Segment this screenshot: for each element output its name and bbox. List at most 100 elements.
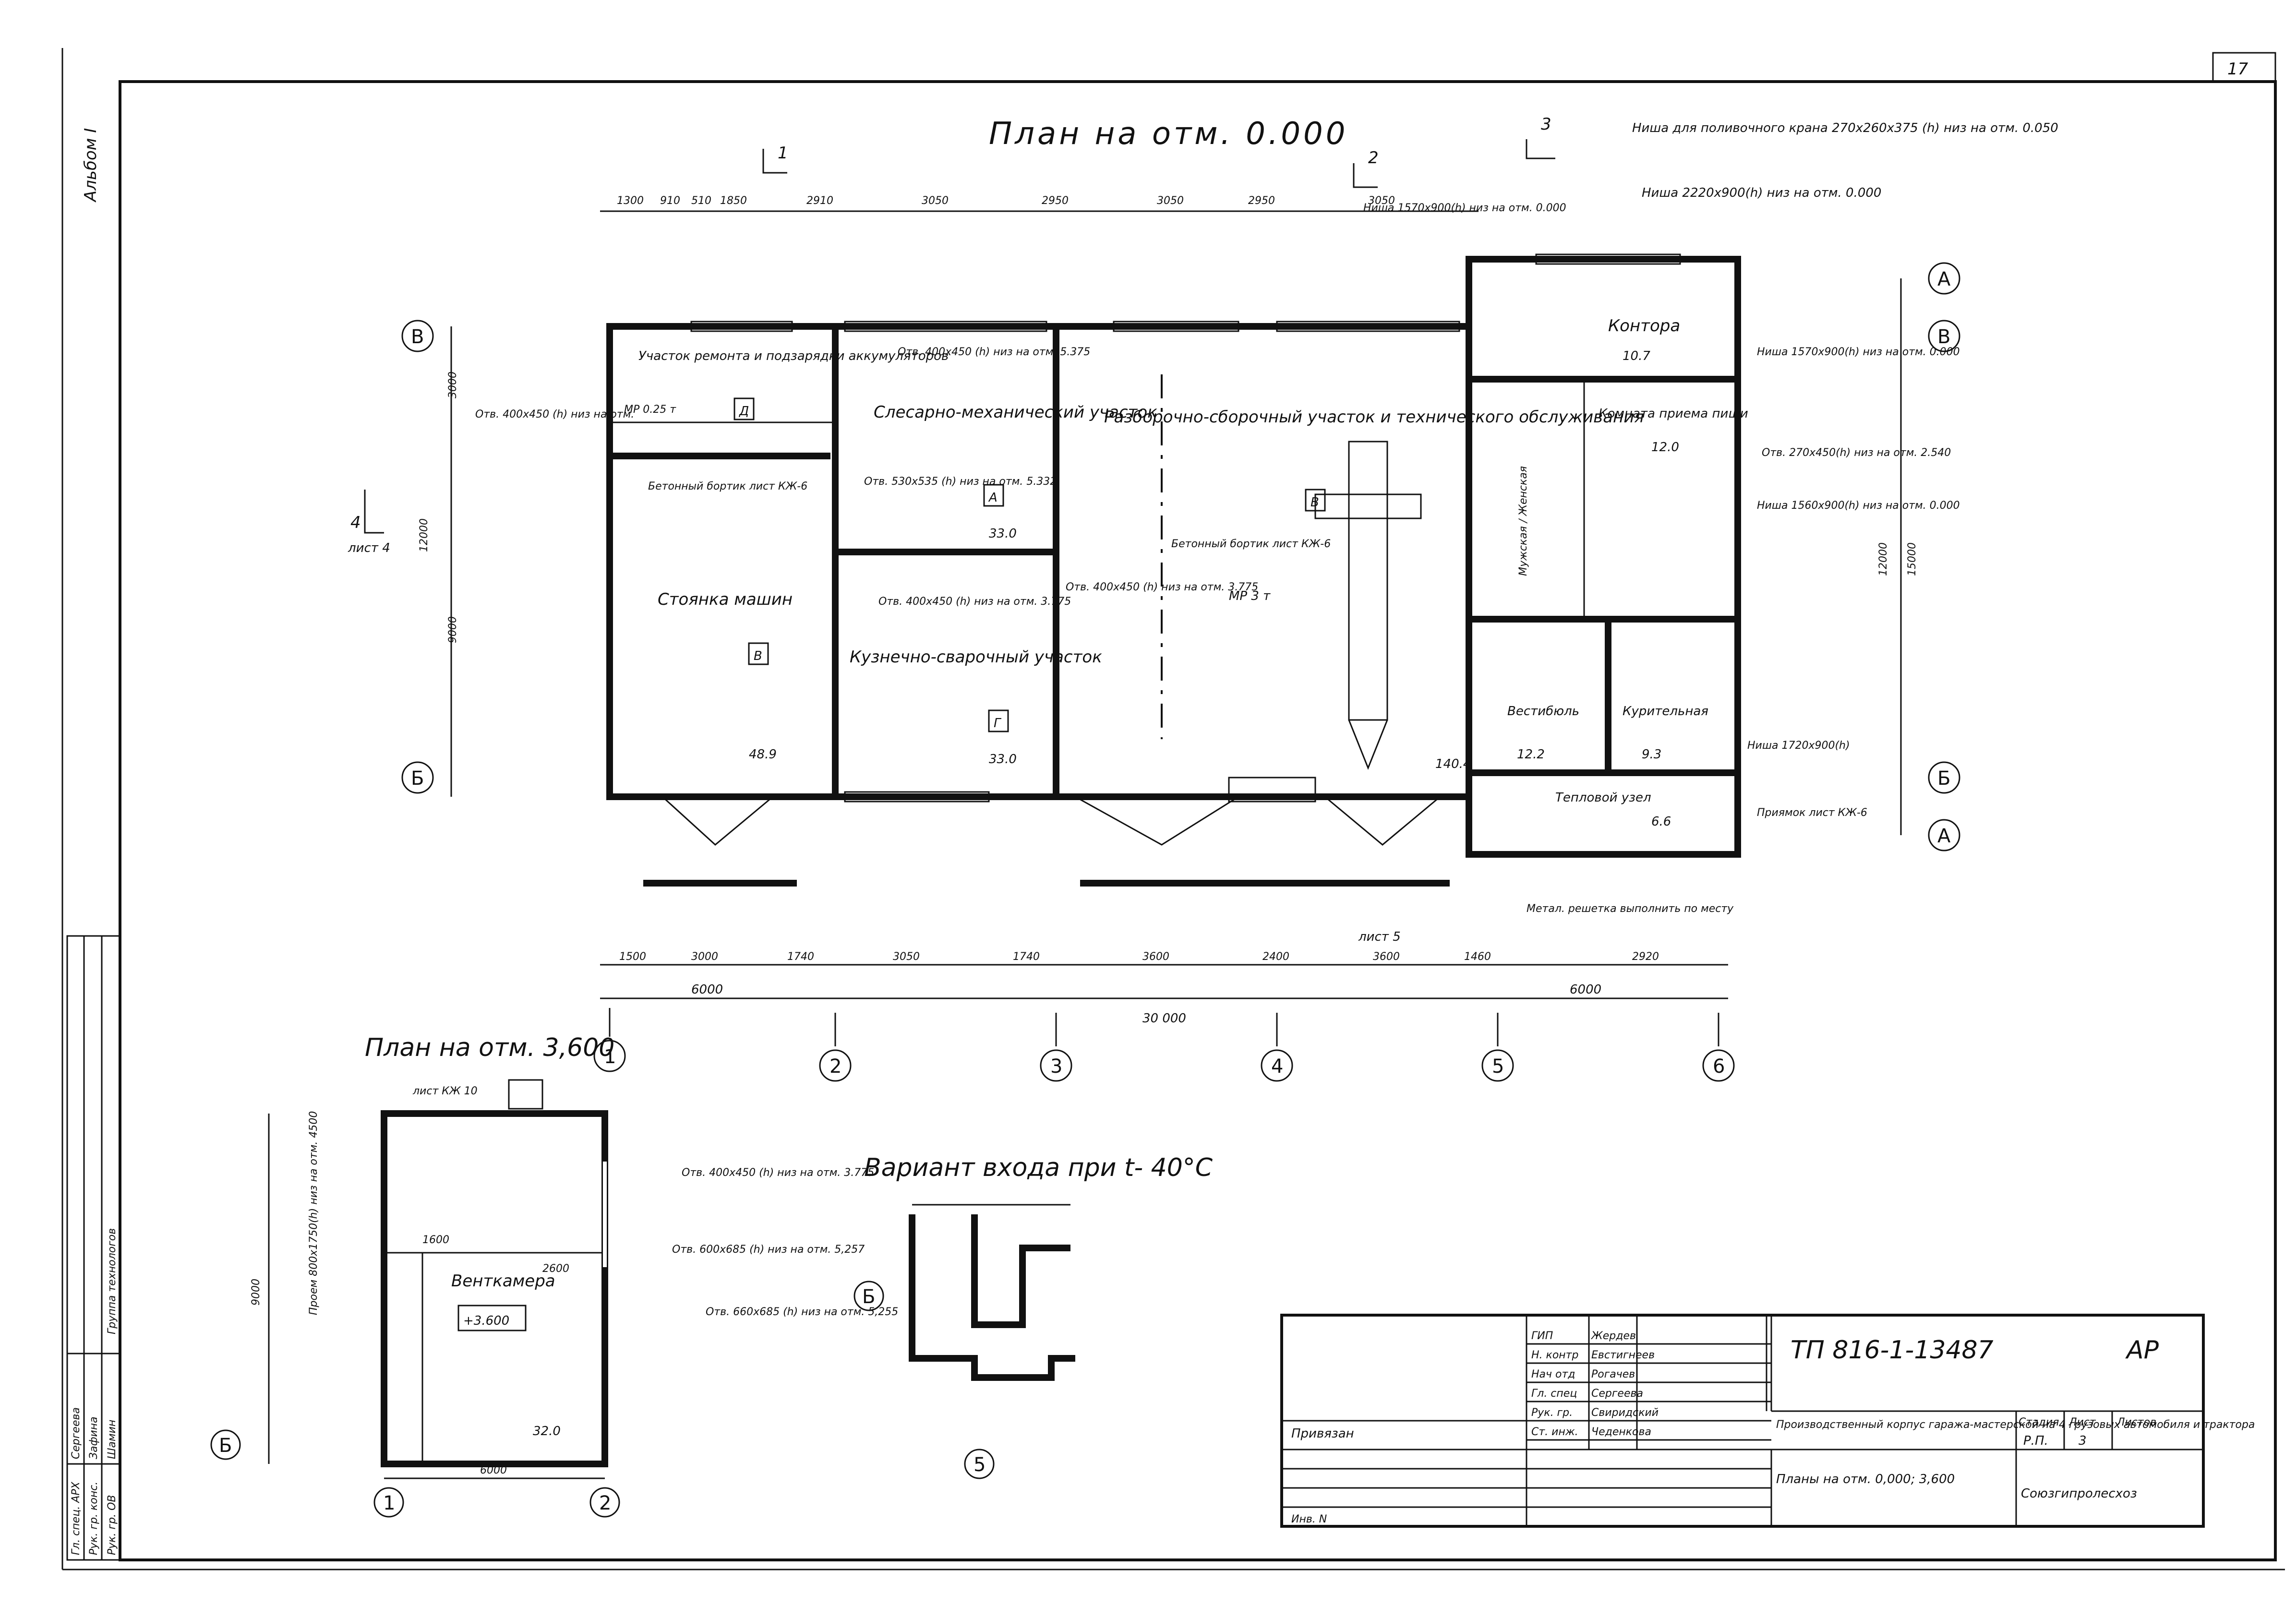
note-niche-1570-b: Ниша 1570x900(h) низ на отм. 0.000 — [1757, 346, 1960, 358]
tb-description: Производственный корпус гаража-мастерско… — [1776, 1419, 2255, 1431]
note-hole-270: Отв. 270x450(h) низ на отм. 2.540 — [1762, 447, 1951, 459]
svg-text:3000: 3000 — [447, 372, 459, 398]
axis-bubble-5: 5 — [1481, 1049, 1514, 1082]
tb-bound-label: Привязан — [1291, 1426, 1354, 1441]
room-heat-unit: Тепловой узел — [1555, 791, 1651, 805]
tb-name-4: Сергеева — [1591, 1388, 1643, 1400]
upper-area: 32.0 — [533, 1424, 561, 1438]
axis-bubble-a-top: А — [1928, 262, 1960, 295]
tb-sheet-header: Лист — [2068, 1416, 2096, 1428]
upper-plan-walls — [381, 1079, 608, 1467]
svg-text:910: 910 — [660, 195, 680, 207]
tb-name-6: Чеденкова — [1591, 1426, 1651, 1438]
svg-text:1: 1 — [604, 1046, 616, 1068]
svg-text:Б: Б — [1937, 767, 1950, 790]
main-plan-walls — [606, 256, 1741, 858]
svg-text:2400: 2400 — [1262, 951, 1289, 963]
svg-text:4: 4 — [1271, 1055, 1283, 1078]
svg-text:Б: Б — [862, 1286, 875, 1308]
room-heat-unit-area: 6.6 — [1651, 815, 1671, 829]
svg-text:3600: 3600 — [1142, 951, 1169, 963]
side-stamp-group: Группа технологов — [106, 1228, 118, 1334]
upper-axis-b: Б — [210, 1429, 241, 1460]
axis-bubble-b-right: Б — [1928, 761, 1960, 794]
svg-text:3600: 3600 — [1373, 951, 1400, 963]
svg-text:510: 510 — [691, 195, 711, 207]
drawing-code: ТП 816-1-13487 — [1791, 1336, 1994, 1365]
tb-sheet: 3 — [2079, 1434, 2087, 1448]
svg-text:2950: 2950 — [1248, 195, 1275, 207]
svg-text:1: 1 — [383, 1492, 395, 1514]
room-office: Контора — [1608, 316, 1680, 336]
room-battery: Участок ремонта и подзарядки аккумулятор… — [638, 349, 949, 363]
svg-text:2: 2 — [829, 1055, 841, 1078]
album-label: Альбом I — [81, 128, 100, 203]
axis-bubble-6: 6 — [1702, 1049, 1735, 1082]
tb-stage: Р.П. — [2023, 1434, 2048, 1448]
svg-text:А: А — [1937, 268, 1951, 290]
svg-text:2920: 2920 — [1632, 951, 1659, 963]
svg-text:Б: Б — [411, 767, 424, 790]
tb-name-1: Жердев — [1590, 1330, 1636, 1342]
axis-bubble-1: 1 — [593, 1040, 626, 1072]
svg-text:3: 3 — [1541, 115, 1551, 134]
side-stamp-row-1: Гл. спец. АРХ — [70, 1481, 82, 1555]
variant-plan — [909, 1204, 1075, 1381]
variant-title: Вариант входа при t- 40°С — [864, 1153, 1213, 1182]
tb-role-2: Н. контр — [1531, 1349, 1578, 1361]
axis-bubble-v-left: В — [401, 320, 434, 352]
svg-text:3050: 3050 — [893, 951, 920, 963]
room-mechanical: Слесарно-механический участок — [874, 403, 1157, 422]
section-4-sheet-ref: лист 4 — [348, 541, 390, 555]
svg-text:3050: 3050 — [1368, 195, 1395, 207]
axis-bubble-3: 3 — [1040, 1049, 1072, 1082]
room-smoking: Курительная — [1623, 704, 1708, 719]
sheet-number: 17 — [2227, 60, 2248, 79]
room-dining-area: 12.0 — [1651, 440, 1679, 455]
side-stamp-name-2: Зафина — [88, 1416, 100, 1459]
axis-bubble-v-right: В — [1928, 320, 1960, 352]
note-wc: Мужская / Женская — [1517, 466, 1529, 576]
svg-text:1740: 1740 — [1013, 951, 1040, 963]
upper-note-hole-600: Отв. 600x685 (h) низ на отм. 5,257 — [672, 1244, 865, 1256]
room-code-boxes: Д А В В Г — [733, 397, 1326, 732]
svg-text:6000: 6000 — [691, 983, 723, 997]
upper-dims: 6000 9000 2600 1600 — [250, 1114, 605, 1479]
axis-bubble-4: 4 — [1261, 1049, 1293, 1082]
room-dining: Комната приема пищи — [1599, 407, 1748, 421]
svg-text:12000: 12000 — [1877, 542, 1889, 576]
svg-text:1: 1 — [778, 144, 788, 163]
svg-text:1740: 1740 — [787, 951, 814, 963]
room-vestibule: Вестибюль — [1507, 704, 1579, 719]
svg-text:6000: 6000 — [1570, 983, 1601, 997]
tb-role-6: Ст. инж. — [1531, 1426, 1578, 1438]
note-hole-forge: Отв. 400x450 (h) низ на отм. 3.775 — [878, 596, 1071, 608]
room-vestibule-area: 12.2 — [1517, 747, 1545, 762]
note-hole-assembly: Отв. 400x450 (h) низ на отм. 3.775 — [1066, 581, 1258, 593]
sheet-number-box — [2212, 52, 2276, 83]
note-pit: Приямок лист КЖ-6 — [1757, 807, 1867, 819]
note-hole-mech: Отв. 400x450 (h) низ на отм. 5.375 — [898, 346, 1090, 358]
tb-drawing-title: Планы на отм. 0,000; 3,600 — [1776, 1472, 1955, 1486]
svg-text:А: А — [988, 491, 998, 505]
area-mechanical: 33.0 — [989, 527, 1017, 541]
main-plan-title: План на отм. 0.000 — [989, 116, 1348, 152]
crane-beam — [1161, 374, 1422, 803]
tb-name-3: Рогачев — [1591, 1368, 1635, 1380]
note-niche-1720: Ниша 1720x900(h) — [1747, 740, 1850, 752]
area-assembly: 140.4 — [1435, 757, 1471, 771]
axis-bubble-a-right: А — [1928, 819, 1960, 851]
note-crane-025: МР 0.25 т — [624, 404, 676, 416]
svg-text:2950: 2950 — [1042, 195, 1069, 207]
tb-role-4: Гл. спец — [1531, 1388, 1577, 1400]
upper-plan-title: План на отм. 3,600 — [365, 1033, 614, 1062]
side-stamp-name-1: Сергеева — [70, 1407, 82, 1459]
room-office-area: 10.7 — [1623, 349, 1650, 363]
title-block — [1280, 1314, 2205, 1528]
svg-text:6: 6 — [1713, 1055, 1725, 1078]
dims-left: 3000 9000 12000 — [418, 326, 459, 797]
dims-bottom: 1500 3000 1740 3050 1740 3600 2400 3600 … — [600, 951, 1728, 1026]
tb-org: Союзгипролесхоз — [2021, 1486, 2137, 1501]
svg-text:1460: 1460 — [1464, 951, 1491, 963]
